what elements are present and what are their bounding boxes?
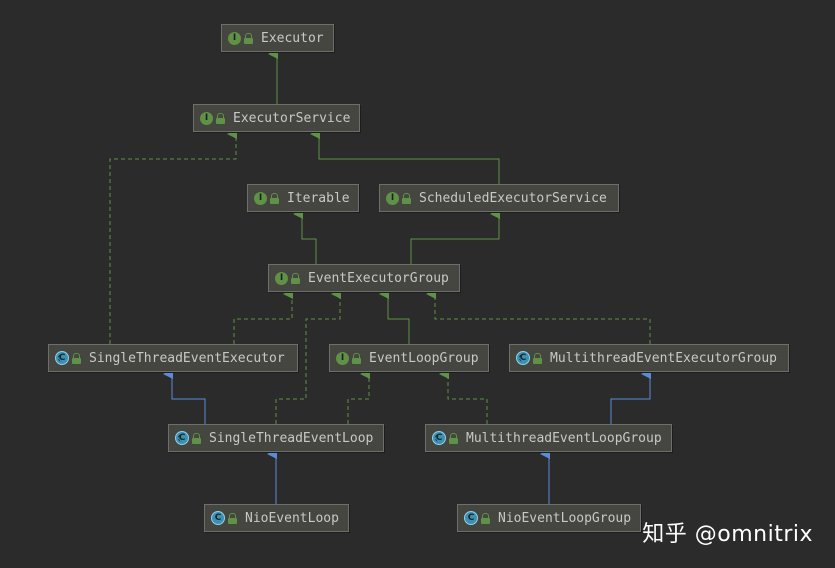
node-label: MultithreadEventExecutorGroup: [550, 350, 777, 366]
node-label: SingleThreadEventExecutor: [89, 350, 285, 366]
node-label: ExecutorService: [233, 110, 351, 126]
edge-stee-eeg: [233, 289, 293, 344]
edge-stee-executorservice: [109, 129, 237, 344]
class-icon: C: [211, 511, 225, 525]
node-label: MultithreadEventLoopGroup: [466, 430, 662, 446]
node-scheduled-executor-service[interactable]: I ScheduledExecutorService: [379, 184, 619, 212]
node-event-executor-group[interactable]: I EventExecutorGroup: [268, 264, 460, 292]
public-lock-icon: [352, 352, 361, 364]
public-lock-icon: [192, 432, 201, 444]
interface-icon: I: [386, 191, 399, 205]
public-lock-icon: [449, 432, 458, 444]
abstract-class-icon: C: [175, 431, 189, 445]
node-nio-event-loop[interactable]: C NioEventLoop: [204, 504, 349, 532]
edge-stel-eeg: [275, 289, 341, 424]
edge-scheduled-executorservice: [310, 129, 500, 184]
edge-melg-meeg: [610, 369, 651, 424]
node-single-thread-event-loop[interactable]: C SingleThreadEventLoop: [168, 424, 384, 452]
node-label: SingleThreadEventLoop: [209, 430, 374, 446]
class-icon: C: [464, 511, 478, 525]
public-lock-icon: [291, 272, 300, 284]
node-multithread-event-loop-group[interactable]: C MultithreadEventLoopGroup: [425, 424, 672, 452]
edge-elg-eeg: [379, 289, 410, 344]
edge-meeg-eeg: [426, 289, 651, 344]
edge-stel-elg: [347, 369, 370, 424]
abstract-class-icon: C: [55, 351, 69, 365]
edge-eeg-scheduled: [410, 209, 500, 264]
node-event-loop-group[interactable]: I EventLoopGroup: [329, 344, 489, 372]
node-multithread-event-executor-group[interactable]: C MultithreadEventExecutorGroup: [509, 344, 789, 372]
public-lock-icon: [533, 352, 542, 364]
node-iterable[interactable]: I Iterable: [247, 184, 359, 212]
public-lock-icon: [244, 32, 253, 44]
abstract-class-icon: C: [432, 431, 446, 445]
interface-icon: I: [254, 191, 267, 205]
edge-stel-stee: [163, 369, 206, 424]
interface-icon: I: [200, 111, 213, 125]
node-nio-event-loop-group[interactable]: C NioEventLoopGroup: [457, 504, 641, 532]
public-lock-icon: [481, 512, 490, 524]
edge-eeg-iterable: [293, 209, 317, 264]
node-label: NioEventLoopGroup: [498, 510, 632, 526]
public-lock-icon: [216, 112, 225, 124]
public-lock-icon: [228, 512, 237, 524]
watermark: 知乎 @omnitrix: [642, 522, 813, 547]
interface-icon: I: [275, 271, 288, 285]
public-lock-icon: [402, 192, 411, 204]
public-lock-icon: [270, 192, 279, 204]
node-label: ScheduledExecutorService: [419, 190, 607, 206]
edge-melg-elg: [439, 369, 488, 424]
interface-icon: I: [228, 31, 241, 45]
node-label: EventLoopGroup: [369, 350, 479, 366]
interface-icon: I: [336, 351, 349, 365]
node-executor-service[interactable]: I ExecutorService: [193, 104, 360, 132]
node-single-thread-event-executor[interactable]: C SingleThreadEventExecutor: [48, 344, 298, 372]
node-label: EventExecutorGroup: [308, 270, 449, 286]
node-label: Executor: [261, 30, 324, 46]
public-lock-icon: [72, 352, 81, 364]
node-label: NioEventLoop: [245, 510, 339, 526]
node-label: Iterable: [287, 190, 350, 206]
abstract-class-icon: C: [516, 351, 530, 365]
node-executor[interactable]: I Executor: [221, 24, 334, 52]
